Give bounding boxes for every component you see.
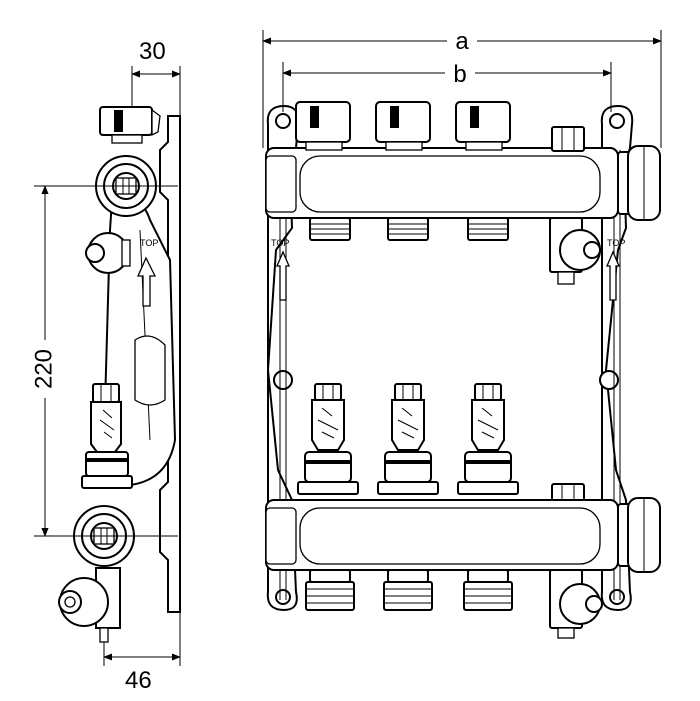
air-vent-top: [551, 126, 585, 152]
dim-30-label: 30: [139, 38, 166, 65]
side-drain-valve-upper: [85, 232, 131, 274]
bottom-outlets: [305, 569, 513, 611]
flow-meters: [297, 383, 585, 507]
front-dim-a: a: [262, 28, 662, 148]
dim-a-label: a: [455, 28, 469, 55]
dim-220-label: 220: [30, 349, 57, 389]
dim-46-label: 46: [125, 667, 152, 694]
flow-meter-3: [457, 383, 519, 495]
side-view: TOP: [30, 38, 181, 694]
front-dim-b: b: [282, 61, 612, 112]
top-outlets: [309, 217, 509, 241]
flow-meter-2: [377, 383, 439, 495]
front-view: TOP TOP: [262, 28, 662, 639]
bottom-header-bar: [265, 497, 661, 573]
side-dim-220: 220: [30, 185, 178, 537]
drain-valve-top: [549, 217, 601, 285]
side-dim-46: 46: [103, 612, 181, 694]
top-label: TOP: [140, 238, 158, 248]
flow-arrow-icon: [136, 256, 157, 307]
flow-meter-1: [297, 383, 359, 495]
side-flow-meter: [81, 383, 133, 489]
top-cap-1: [295, 101, 351, 151]
dim-b-label: b: [453, 61, 466, 88]
side-drain-valve-lower: [58, 567, 121, 643]
side-top-cap: [99, 106, 161, 144]
top-header-bar: [265, 145, 661, 221]
front-top-label-right: TOP: [607, 238, 625, 248]
side-dim-30: 30: [131, 38, 181, 116]
drain-valve-bottom: [549, 569, 603, 639]
top-cap-2: [375, 101, 431, 151]
front-top-label: TOP: [271, 238, 289, 248]
top-cap-3: [455, 101, 511, 151]
top-caps: [295, 101, 585, 152]
